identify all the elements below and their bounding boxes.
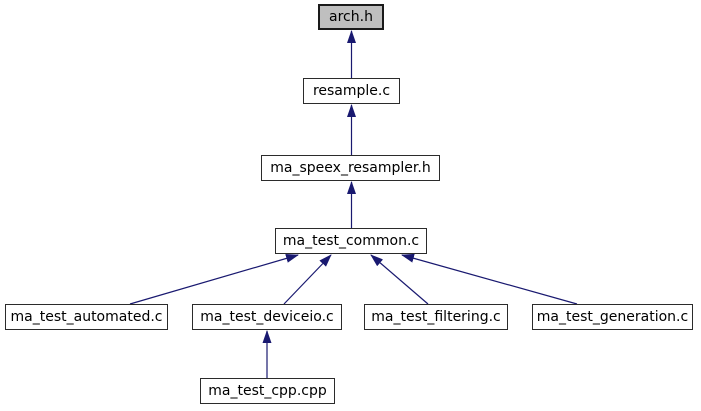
node-ma-speex-resampler-h[interactable]: ma_speex_resampler.h (261, 155, 440, 181)
node-ma-test-filtering-c[interactable]: ma_test_filtering.c (364, 304, 508, 330)
edge-deviceio-to-common (283, 254, 332, 305)
node-ma-test-cpp-cpp[interactable]: ma_test_cpp.cpp (200, 378, 335, 404)
node-resample-c[interactable]: resample.c (303, 78, 400, 104)
node-ma-test-automated-c[interactable]: ma_test_automated.c (5, 304, 168, 330)
node-ma-test-generation-c[interactable]: ma_test_generation.c (532, 304, 693, 330)
edge-generation-to-common (401, 253, 578, 305)
node-ma-test-common-c[interactable]: ma_test_common.c (275, 228, 427, 254)
node-ma-test-deviceio-c[interactable]: ma_test_deviceio.c (192, 304, 342, 330)
node-arch-h: arch.h (318, 4, 384, 30)
edge-filtering-to-common (370, 254, 429, 305)
edge-automated-to-common (129, 254, 299, 305)
